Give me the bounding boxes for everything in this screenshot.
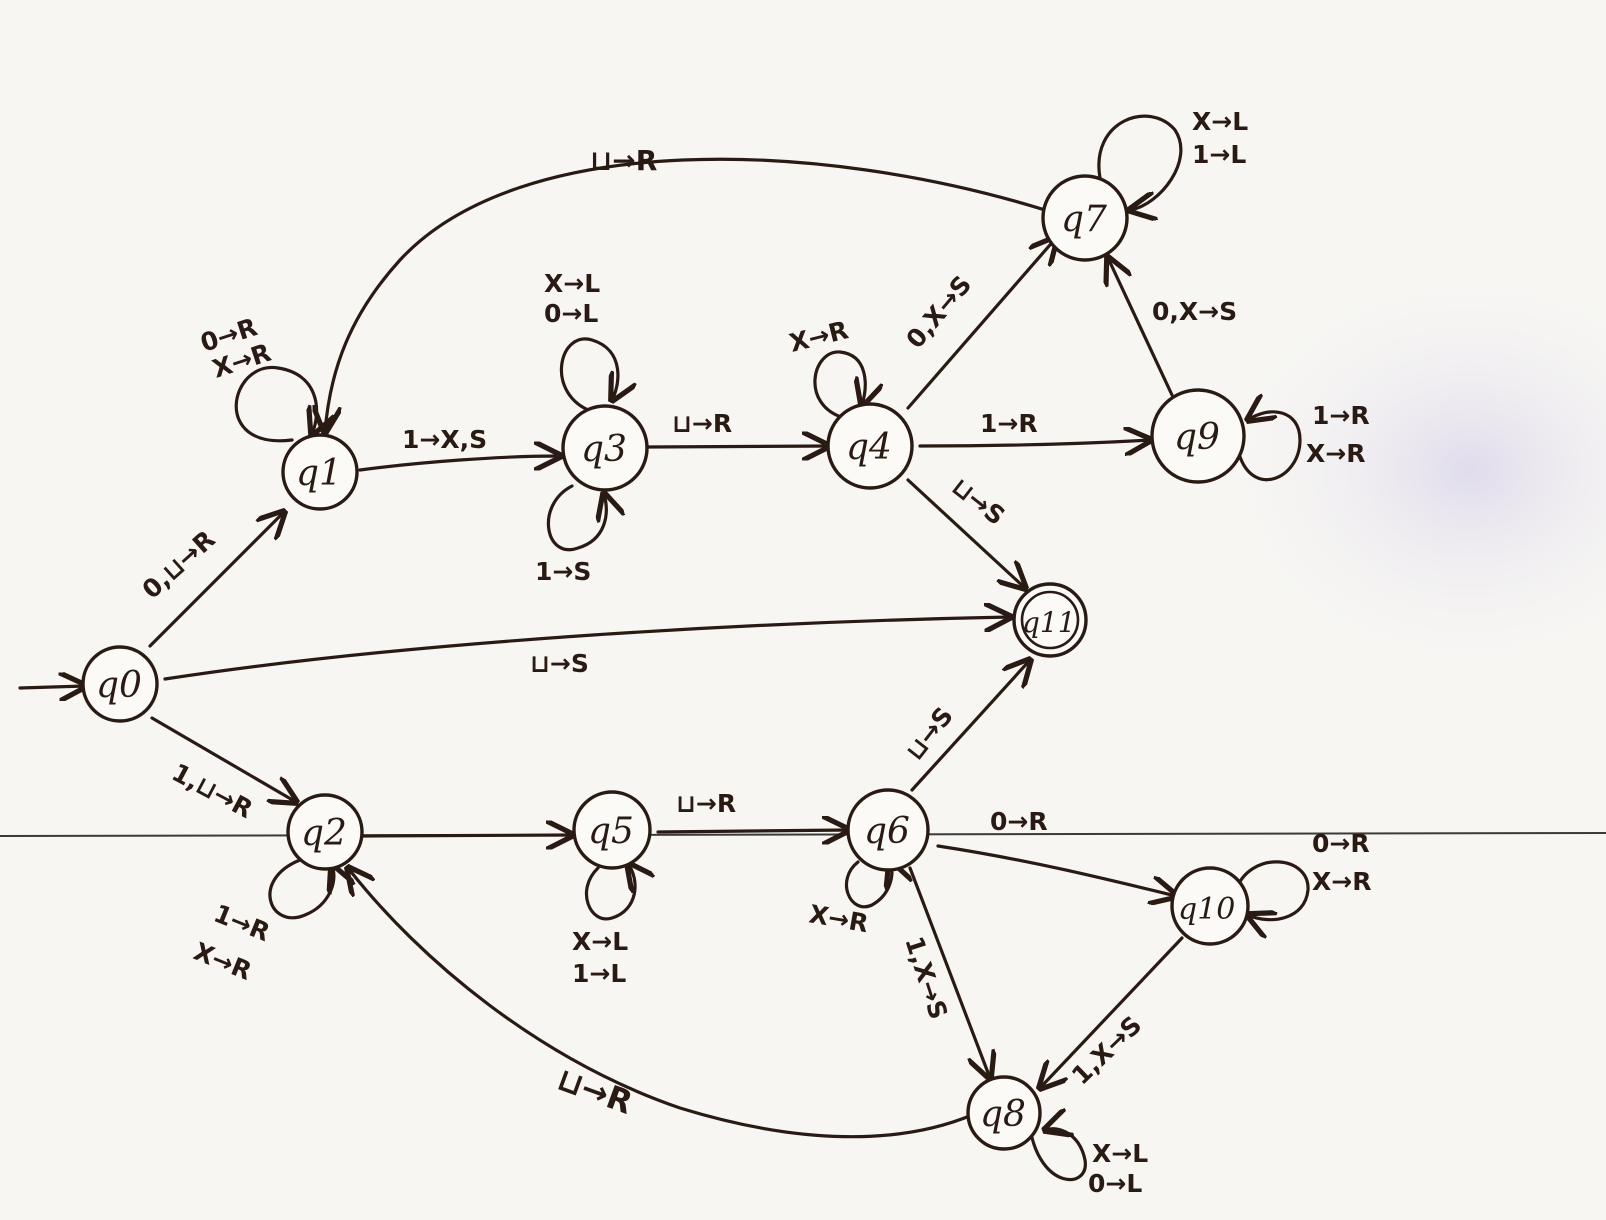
edge-q9-self	[1236, 412, 1302, 482]
state-q11-accept: q11	[1012, 582, 1088, 658]
state-q5-label: q5	[588, 811, 634, 852]
edge-q4-self	[813, 350, 865, 420]
label-q0-q2: 1,⊔→R	[167, 758, 257, 824]
label-q3-q4: ⊔→R	[672, 409, 732, 438]
label-q8-q2: ⊔→R	[552, 1060, 637, 1122]
edge-q6-q10	[936, 844, 1176, 896]
label-q9-self-1: 1→R	[1312, 401, 1370, 430]
edge-q4-q9	[918, 440, 1150, 446]
edge-q10-q8	[1040, 936, 1184, 1088]
state-q8: q8	[966, 1075, 1042, 1151]
edge-q1-self	[234, 366, 316, 443]
label-q3-self-top-1: X→L	[544, 269, 600, 298]
label-q7-self-2: 1→L	[1192, 140, 1246, 169]
state-q10: q10	[1170, 866, 1250, 946]
label-q9-q7: 0,X→S	[1152, 297, 1237, 326]
label-q10-q8: 1,X→S	[1066, 1010, 1147, 1090]
state-q6-label: q6	[864, 811, 910, 852]
label-q2-self-1: 1→R	[210, 899, 274, 947]
edge-q5-self	[585, 864, 635, 921]
label-q5-self-2: 1→L	[572, 959, 626, 988]
state-q10-label: q10	[1178, 892, 1235, 927]
edge-q3-self-bottom	[546, 484, 606, 552]
edge-q9-q7	[1108, 258, 1174, 397]
state-q4: q4	[826, 402, 914, 490]
label-q7-q1: ⊔→R	[590, 144, 657, 177]
page-rule-line	[0, 832, 1606, 837]
label-q10-self-1: 0→R	[1312, 829, 1370, 858]
label-q4-q9: 1→R	[980, 409, 1038, 438]
label-q3-self-top-2: 0→L	[544, 299, 598, 328]
edge-q3-q4	[646, 446, 828, 447]
state-q4-label: q4	[846, 427, 892, 468]
edge-q7-self	[1097, 114, 1183, 210]
state-q3: q3	[561, 404, 649, 492]
edge-q4-q11	[906, 478, 1025, 588]
label-q6-q8: 1,X→S	[899, 933, 953, 1023]
label-q1-q3: 1→X,S	[402, 425, 487, 454]
state-q6: q6	[846, 788, 930, 872]
label-q6-q11: ⊔→S	[900, 701, 959, 765]
state-q7: q7	[1041, 174, 1129, 262]
state-q9-label: q9	[1174, 417, 1220, 458]
label-q10-self-2: X→R	[1312, 867, 1371, 896]
edge-q2-q5	[360, 835, 572, 836]
state-q9: q9	[1150, 388, 1246, 484]
label-q3-self-bottom: 1→S	[535, 557, 591, 586]
edge-q10-self	[1234, 860, 1310, 920]
state-q8-label: q8	[980, 1094, 1026, 1135]
edge-q8-q2	[348, 868, 974, 1139]
edge-q6-self	[845, 862, 891, 909]
edge-q5-q6	[656, 830, 848, 832]
edge-q3-self-top	[559, 337, 617, 412]
label-q7-self-1: X→L	[1192, 107, 1248, 136]
edge-q7-q1	[325, 157, 1047, 432]
state-q3-label: q3	[581, 429, 627, 470]
state-q1-label: q1	[296, 453, 342, 494]
label-q0-q11: ⊔→S	[530, 649, 589, 678]
label-q8-self-1: X→L	[1092, 1139, 1148, 1168]
edge-q2-self	[268, 860, 334, 920]
state-q2: q2	[286, 793, 364, 871]
edge-q4-q7	[906, 238, 1056, 410]
label-q8-self-2: 0→L	[1088, 1169, 1142, 1198]
edge-q0-q11	[163, 617, 1010, 681]
edge-q6-q11	[910, 660, 1030, 792]
edge-q1-q3	[358, 456, 560, 472]
label-q0-q1: 0,⊔→R	[137, 525, 221, 605]
label-q6-q10: 0→R	[990, 807, 1048, 836]
label-q5-q6: ⊔→R	[676, 789, 736, 818]
label-q5-self-1: X→L	[572, 927, 628, 956]
state-q2-label: q2	[301, 813, 347, 854]
edge-q8-self	[1028, 1128, 1087, 1182]
state-q11-label: q11	[1022, 606, 1076, 639]
edge-q0-q1	[148, 512, 284, 648]
state-q1: q1	[281, 433, 359, 511]
label-q2-self-2: X→R	[190, 937, 256, 986]
state-q0: q0	[81, 645, 159, 723]
state-q7-label: q7	[1061, 199, 1107, 240]
edge-q0-q2	[150, 716, 296, 802]
state-q5: q5	[572, 790, 652, 870]
state-q0-label: q0	[96, 665, 142, 706]
label-q9-self-2: X→R	[1306, 439, 1365, 468]
edge-q6-q8	[908, 866, 990, 1078]
start-arrow	[18, 686, 85, 688]
paper-glare	[1210, 260, 1606, 680]
